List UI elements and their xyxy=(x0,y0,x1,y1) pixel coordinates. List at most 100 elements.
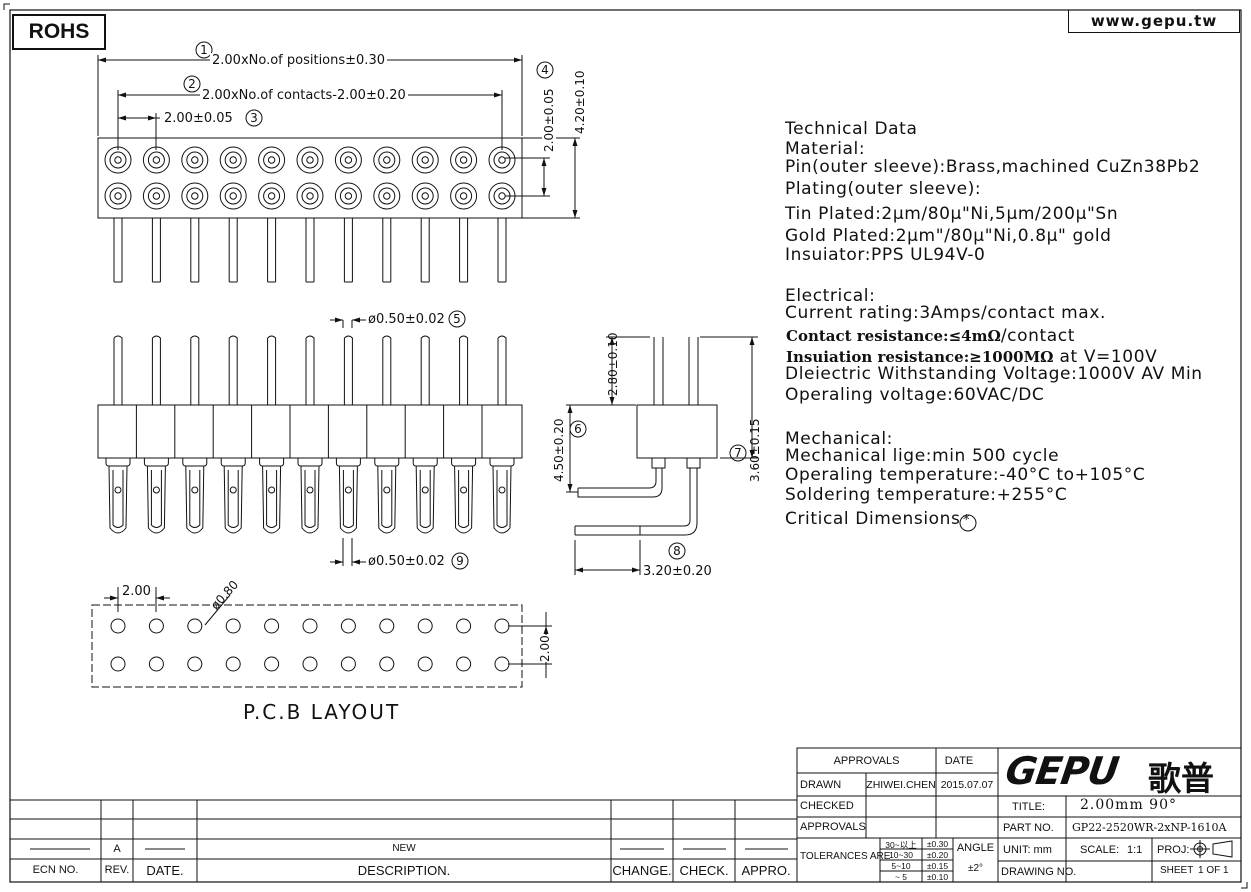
pcb-hole xyxy=(187,618,203,634)
pcb-hole xyxy=(264,618,280,634)
top-hole-mid xyxy=(147,151,165,169)
tb-part-value: GP22-2520WR-2xNP-1610A xyxy=(1072,821,1227,834)
front-collar xyxy=(412,458,438,467)
front-pin-upper xyxy=(497,335,507,405)
top-hole-outer xyxy=(181,182,209,210)
top-pin xyxy=(113,218,123,283)
pcb-hole xyxy=(417,618,433,634)
front-sleeve-inner xyxy=(112,470,124,528)
front-sleeve xyxy=(223,465,243,534)
tol-range: 10~30 xyxy=(889,850,913,860)
tech-contact-res-value: Contact resistance:≤4mΩ xyxy=(786,327,1001,345)
top-hole-mid xyxy=(378,187,396,205)
dim-positions: 2.00xNo.of positions±0.30 xyxy=(210,53,387,68)
tol-range: ~ 5 xyxy=(894,872,908,882)
rev-description: NEW xyxy=(392,843,416,854)
pcb-hole xyxy=(494,618,510,634)
tb-drawn-date: 2015.07.07 xyxy=(940,779,994,791)
pcb-hole xyxy=(340,618,356,634)
top-hole-inner xyxy=(498,192,506,200)
top-hole-outer xyxy=(450,182,478,210)
pcb-row-pitch: 2.00 xyxy=(538,635,552,662)
rev-value: A xyxy=(113,843,121,855)
tb-scale-value: 1:1 xyxy=(1127,844,1143,856)
top-hole-inner xyxy=(152,192,161,200)
pcb-hole xyxy=(494,656,510,672)
top-pin xyxy=(151,218,161,283)
top-hole-outer xyxy=(450,146,478,174)
front-pin-upper xyxy=(190,335,200,405)
front-sleeve-inner xyxy=(266,470,278,528)
top-hole-outer xyxy=(219,182,247,210)
top-hole-mid xyxy=(109,151,127,169)
top-hole-outer xyxy=(142,146,170,174)
top-hole-outer xyxy=(104,146,132,174)
top-hole-inner xyxy=(267,156,276,164)
rohs-badge: ROHS xyxy=(12,14,106,50)
top-hole-inner xyxy=(152,156,161,164)
top-hole-mid xyxy=(339,187,357,205)
front-sleeve-inner xyxy=(150,470,162,528)
tb-part-label: PART NO. xyxy=(1003,822,1054,834)
top-hole-inner xyxy=(229,192,237,200)
front-collar xyxy=(297,458,323,467)
top-hole-outer xyxy=(373,146,401,174)
front-pin-upper xyxy=(267,335,277,405)
top-pin xyxy=(305,218,315,283)
pcb-hole xyxy=(379,618,395,634)
marker-number: 4 xyxy=(541,63,549,77)
top-hole-outer xyxy=(334,146,362,174)
dim-contacts: 2.00xNo.of contacts-2.00±0.20 xyxy=(200,88,408,103)
tech-mechanical: Mechanical: xyxy=(785,429,893,449)
marker-circle xyxy=(729,444,747,462)
front-sleeve xyxy=(338,465,358,534)
pcb-hole xyxy=(417,656,433,672)
marker-number: 9 xyxy=(456,554,464,568)
front-collar xyxy=(105,458,131,467)
tech-heading: Technical Data xyxy=(785,119,918,139)
top-view-holes xyxy=(104,146,516,210)
marker-circle xyxy=(245,109,263,127)
top-hole-mid xyxy=(378,151,396,169)
front-sleeve-hole xyxy=(383,486,391,494)
front-pin-upper xyxy=(343,335,353,405)
gepu-logo-cn: 歌普 xyxy=(1148,759,1214,798)
marker-number: 5 xyxy=(453,312,461,326)
front-sleeve xyxy=(454,465,474,534)
tech-insulation-res-cond: at V=100V xyxy=(1053,347,1158,367)
top-hole-outer xyxy=(334,182,362,210)
tb-sheet-label: SHEET xyxy=(1160,865,1194,876)
pcb-hole xyxy=(340,656,356,672)
critical-mark-icon: * xyxy=(963,513,970,528)
front-pin-upper xyxy=(113,335,123,405)
website-label: www.gepu.tw xyxy=(1068,10,1240,33)
front-sleeve-inner xyxy=(419,470,431,528)
top-hole-mid xyxy=(339,151,357,169)
front-collar xyxy=(143,458,169,467)
top-view-pins xyxy=(113,218,507,283)
pcb-hole xyxy=(110,656,126,672)
gepu-logo: GEPU xyxy=(1002,749,1121,793)
tb-checked-label: CHECKED xyxy=(800,800,854,812)
front-sleeve xyxy=(300,465,320,534)
tb-unit: UNIT: mm xyxy=(1003,844,1052,856)
tb-sheet-value: 1 OF 1 xyxy=(1198,865,1229,876)
tech-insulator: Insuiator:PPS UL94V-0 xyxy=(785,245,986,265)
dim-pin-dia-top: ø0.50±0.02 xyxy=(368,312,445,327)
pcb-hole xyxy=(148,656,164,672)
top-hole-mid xyxy=(147,187,165,205)
marker-number: 8 xyxy=(673,544,681,558)
rev-head-ecn: ECN NO. xyxy=(32,864,79,876)
tech-plating: Plating(outer sleeve): xyxy=(785,179,982,199)
pcb-hole xyxy=(456,618,472,634)
tb-proj-label: PROJ: xyxy=(1157,844,1190,856)
tb-drawing-no: DRAWING NO. xyxy=(1001,866,1077,878)
top-pin xyxy=(228,218,238,283)
top-hole-outer xyxy=(219,146,247,174)
top-hole-inner xyxy=(229,156,237,164)
top-hole-inner xyxy=(267,192,276,200)
front-sleeve xyxy=(146,465,166,534)
rev-head-date: DATE. xyxy=(146,863,184,878)
front-collar xyxy=(489,458,515,467)
top-hole-outer xyxy=(258,182,286,210)
